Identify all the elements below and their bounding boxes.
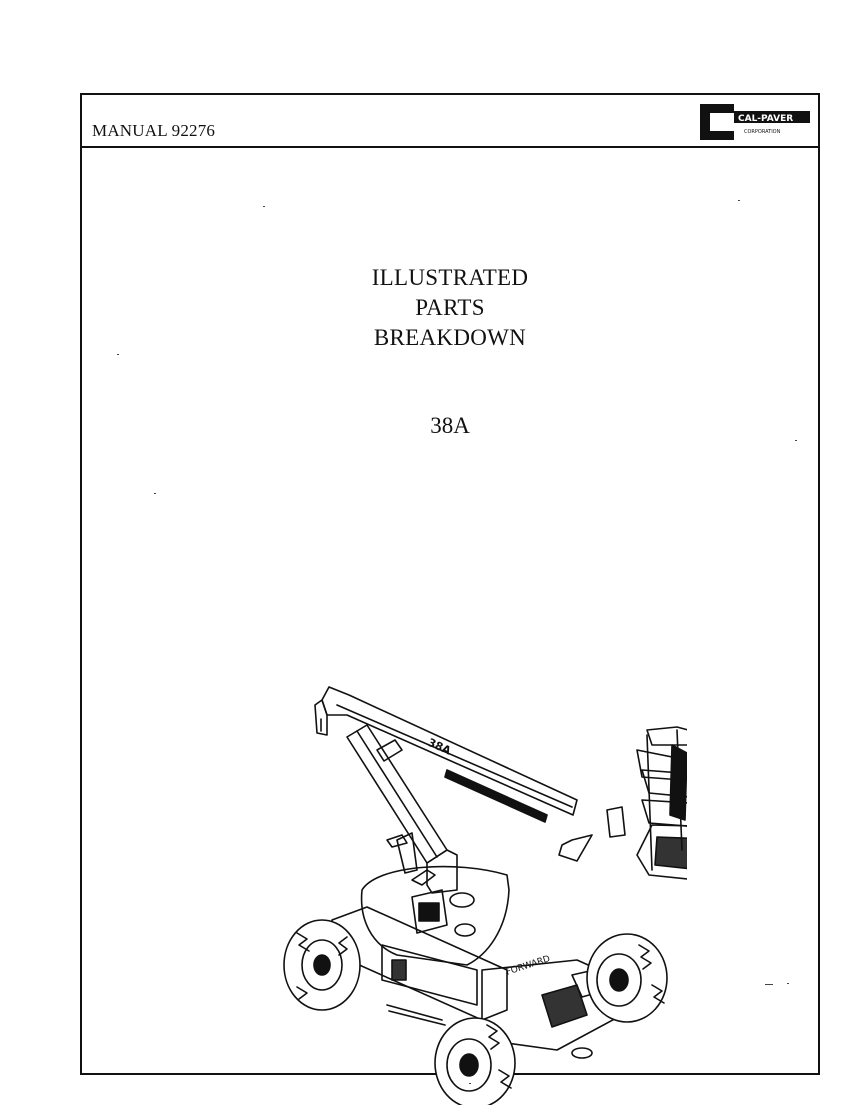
lower-boom [346,724,458,894]
page-header: MANUAL 92276 CAL-PAVER CORPORATION [82,95,818,148]
front-left-wheel [434,1017,516,1105]
scan-speck [765,984,773,985]
steering-hub [571,1047,593,1059]
svg-text:CORPORATION: CORPORATION [744,129,781,135]
scan-speck [738,200,740,201]
title-line-1: ILLUSTRATED [371,265,529,290]
rear-right-wheel [586,933,668,1023]
scan-speck [263,206,265,207]
platform-basket [558,726,687,880]
company-logo: CAL-PAVER CORPORATION [700,104,810,140]
scan-speck [154,493,156,494]
document-title: ILLUSTRATED PARTS BREAKDOWN [82,263,818,353]
scan-speck [469,1083,471,1084]
svg-text:CAL-PAVER: CAL-PAVER [738,114,793,124]
upper-boom [314,686,578,823]
turntable [360,832,510,966]
scan-speck [117,354,119,355]
scan-speck [787,983,789,984]
title-line-3: BREAKDOWN [373,325,527,350]
scan-speck [795,440,797,441]
chassis-decal: FORWARD [505,954,552,978]
rear-left-wheel [283,919,361,1011]
page-frame: MANUAL 92276 CAL-PAVER CORPORATION ILLUS… [80,93,820,1105]
title-line-2: PARTS [415,295,485,320]
manual-number: MANUAL 92276 [92,121,216,140]
boom-lift-illustration: 38A [283,686,687,1105]
model-number: 38A [430,413,470,438]
